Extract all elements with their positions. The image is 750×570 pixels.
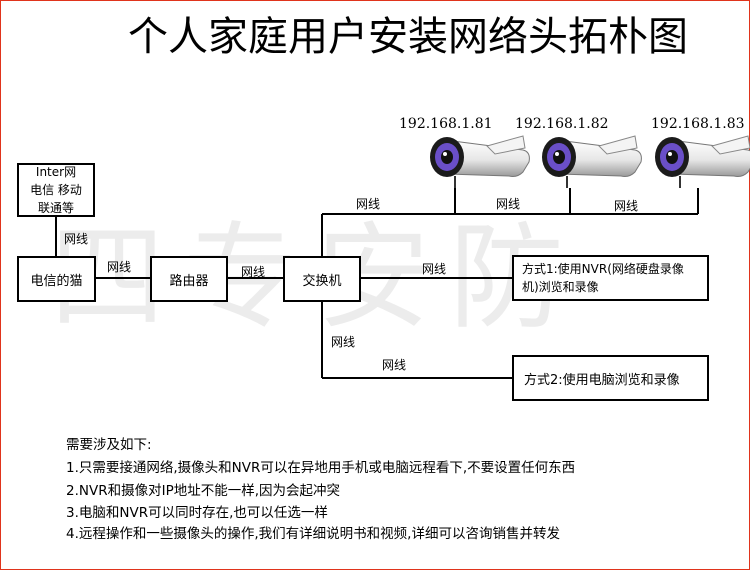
nvr-line-1: 方式1:使用NVR(网络硬盘录像 (522, 262, 684, 276)
camera-2-icon (542, 135, 642, 188)
note-3: 3.电脑和NVR可以同时存在,也可以任选一样 (66, 505, 328, 521)
cable-label-switch-down: 网线 (331, 335, 356, 349)
page-title: 个人家庭用户安装网络头拓朴图 (128, 14, 688, 60)
isp-line-2: 电信 移动 (30, 183, 82, 197)
cable-label-router-switch: 网线 (241, 265, 266, 279)
note-2: 2.NVR和摄像对IP地址不能一样,因为会起冲突 (66, 483, 341, 499)
cable-label-modem-router: 网线 (107, 260, 132, 274)
isp-box: Inter网 电信 移动 联通等 (17, 163, 95, 217)
pc-box: 方式2:使用电脑浏览和录像 (512, 355, 709, 401)
switch-box: 交换机 (283, 256, 361, 302)
cable-label-bus-1: 网线 (356, 197, 381, 211)
cable-label-bus-2: 网线 (496, 197, 521, 211)
router-box: 路由器 (150, 256, 228, 302)
cable-label-switch-pc: 网线 (382, 358, 407, 372)
note-1: 1.只需要接通网络,摄像头和NVR可以在异地用手机或电脑远程看下,不要设置任何东… (66, 460, 576, 476)
isp-line-3: 联通等 (37, 201, 74, 215)
note-4: 4.远程操作和一些摄像头的操作,我们有详细说明书和视频,详细可以咨询销售并转发 (66, 526, 560, 542)
nvr-box: 方式1:使用NVR(网络硬盘录像 机)浏览和录像 (512, 255, 709, 301)
camera-3-ip: 192.168.1.83 (651, 116, 745, 132)
camera-3-icon (655, 135, 750, 188)
cable-label-switch-nvr: 网线 (422, 262, 447, 276)
nvr-line-2: 机)浏览和录像 (522, 280, 599, 294)
camera-2-ip: 192.168.1.82 (515, 116, 609, 132)
notes-heading: 需要涉及如下: (66, 437, 152, 453)
cable-label-isp-modem: 网线 (64, 232, 89, 246)
isp-line-1: Inter网 (35, 165, 77, 179)
camera-1-icon (430, 135, 530, 188)
cable-label-bus-3: 网线 (614, 199, 639, 213)
modem-box: 电信的猫 (17, 256, 96, 302)
camera-1-ip: 192.168.1.81 (399, 116, 493, 132)
